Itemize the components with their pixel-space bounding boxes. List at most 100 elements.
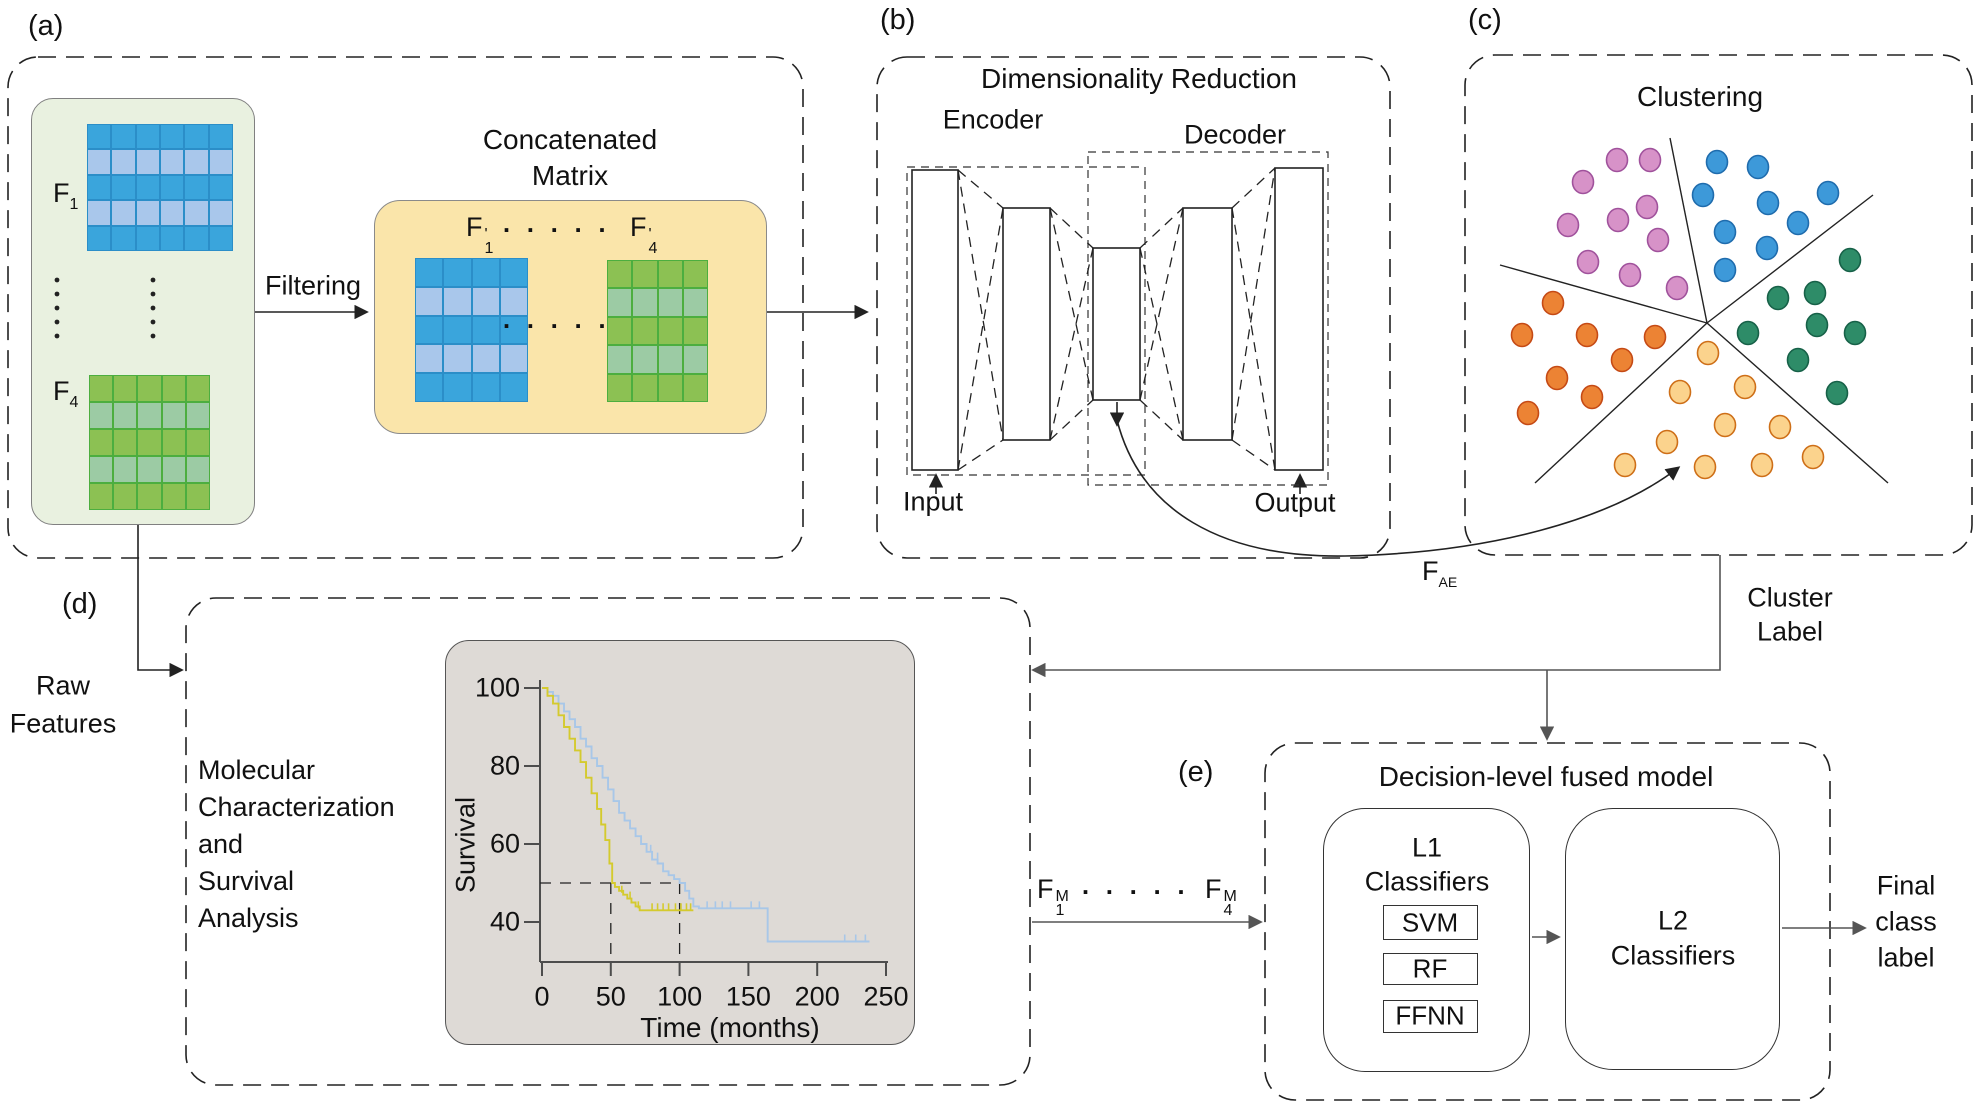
matrix-cell: [160, 174, 185, 201]
matrix-cell: [161, 483, 186, 510]
layer-connection-line: [1049, 207, 1094, 249]
x-axis-title: Time (months): [640, 1012, 820, 1043]
matrix-cell: [443, 373, 472, 402]
matrix-cell: [632, 345, 658, 374]
matrix-cell: [87, 149, 112, 175]
matrix-cell: [657, 345, 683, 374]
layer-connection-line: [1139, 247, 1184, 441]
matrix-cell: [499, 373, 528, 402]
final-class-label-line: Final: [1876, 870, 1936, 901]
l1-classifiers-label: Classifiers: [1364, 866, 1490, 897]
matrix-cell: [415, 315, 444, 345]
matrix-cell: [682, 345, 708, 374]
f1-label: F1: [53, 178, 79, 213]
matrix-f1: [87, 124, 233, 251]
matrix-cell: [682, 260, 708, 289]
matrix-cell: [185, 375, 210, 402]
matrix-cell: [682, 316, 708, 346]
bottleneck-bar: [1092, 247, 1141, 401]
cluster-dot-violet: [1646, 227, 1670, 253]
layer-connection-line: [1049, 399, 1094, 441]
matrix-cell: [415, 344, 444, 374]
filtering-label: Filtering: [264, 270, 362, 301]
panel-b-label: (b): [880, 4, 916, 36]
matrix-cell: [632, 288, 658, 317]
matrix-cell: [113, 483, 138, 510]
matrix-cell: [111, 124, 136, 150]
cluster-dot-green: [1843, 320, 1867, 346]
panel-e-label: (e): [1178, 756, 1214, 788]
matrix-cell: [208, 174, 233, 201]
matrix-cell: [632, 373, 658, 402]
matrix-cell: [682, 288, 708, 317]
cluster-dot-violet: [1665, 275, 1689, 301]
cluster-dot-light-orange: [1768, 414, 1792, 440]
cluster-separator-line: [1499, 264, 1708, 324]
layer-connection-line: [1231, 207, 1276, 471]
cluster-separator-line: [1534, 322, 1708, 484]
ellipsis-fm-labels: · · · · ·: [1081, 876, 1191, 907]
matrix-cell: [160, 149, 185, 175]
matrix-cell: [161, 429, 186, 456]
matrix-cell: [443, 286, 472, 316]
cluster-dot-light-orange: [1613, 452, 1637, 478]
matrix-cell: [657, 288, 683, 317]
cluster-dot-green: [1803, 280, 1827, 306]
ellipsis-matrices: · · · · ·: [502, 310, 612, 341]
layer-connection-line: [1231, 167, 1276, 441]
matrix-cell: [471, 344, 500, 374]
matrix-cell: [185, 483, 210, 510]
matrix-cell: [471, 258, 500, 287]
panel-a-label: (a): [28, 10, 64, 42]
matrix-cell: [184, 225, 209, 251]
matrix-cell: [208, 200, 233, 226]
matrix-cell: [111, 174, 136, 201]
y-tick-label: 80: [489, 750, 520, 781]
y-tick-label: 100: [474, 672, 520, 703]
cluster-dot-violet: [1635, 194, 1659, 220]
matrix-cell: [135, 124, 160, 150]
matrix-cell: [135, 174, 160, 201]
cluster-separator-line: [1706, 322, 1889, 484]
cluster-dot-light-orange: [1668, 379, 1692, 405]
cluster-dot-blue: [1713, 257, 1737, 283]
cluster-dot-green: [1736, 320, 1760, 346]
cluster-dot-light-orange: [1733, 374, 1757, 400]
decoder-label: Decoder: [1183, 119, 1287, 150]
matrix-cell: [607, 373, 633, 402]
matrix-cell: [185, 456, 210, 483]
matrix-cell: [113, 456, 138, 483]
layer-connection-line: [1139, 399, 1184, 441]
concatenated-title-line2: Matrix: [531, 160, 609, 191]
cluster-dot-green: [1766, 285, 1790, 311]
matrix-f4-filtered: [607, 260, 708, 402]
fae-label: FAE: [1422, 556, 1458, 590]
matrix-cell: [161, 456, 186, 483]
cluster-dot-light-orange: [1801, 444, 1825, 470]
f1-prime-label: F'1: [466, 212, 494, 257]
matrix-cell: [657, 373, 683, 402]
matrix-cell: [208, 225, 233, 251]
encoder-dashed-box: [906, 166, 1146, 476]
matrix-cell: [113, 429, 138, 456]
matrix-cell: [111, 200, 136, 226]
matrix-cell: [89, 456, 114, 483]
l1-label: L1: [1411, 832, 1443, 863]
matrix-cell: [499, 258, 528, 287]
cluster-dot-blue: [1691, 182, 1715, 208]
y-axis-title: Survival: [450, 796, 481, 894]
x-tick-label: 200: [794, 981, 840, 1012]
matrix-cell: [632, 316, 658, 346]
matrix-cell: [443, 315, 472, 345]
cluster-dot-light-orange: [1693, 454, 1717, 480]
cluster-dot-orange: [1610, 347, 1634, 373]
x-tick-label: 250: [863, 981, 909, 1012]
matrix-cell: [184, 174, 209, 201]
matrix-cell: [471, 286, 500, 316]
clustering-title: Clustering: [1636, 81, 1764, 112]
cluster-dot-light-orange: [1696, 340, 1720, 366]
cluster-dot-blue: [1713, 219, 1737, 245]
matrix-cell: [607, 260, 633, 289]
matrix-cell: [87, 124, 112, 150]
